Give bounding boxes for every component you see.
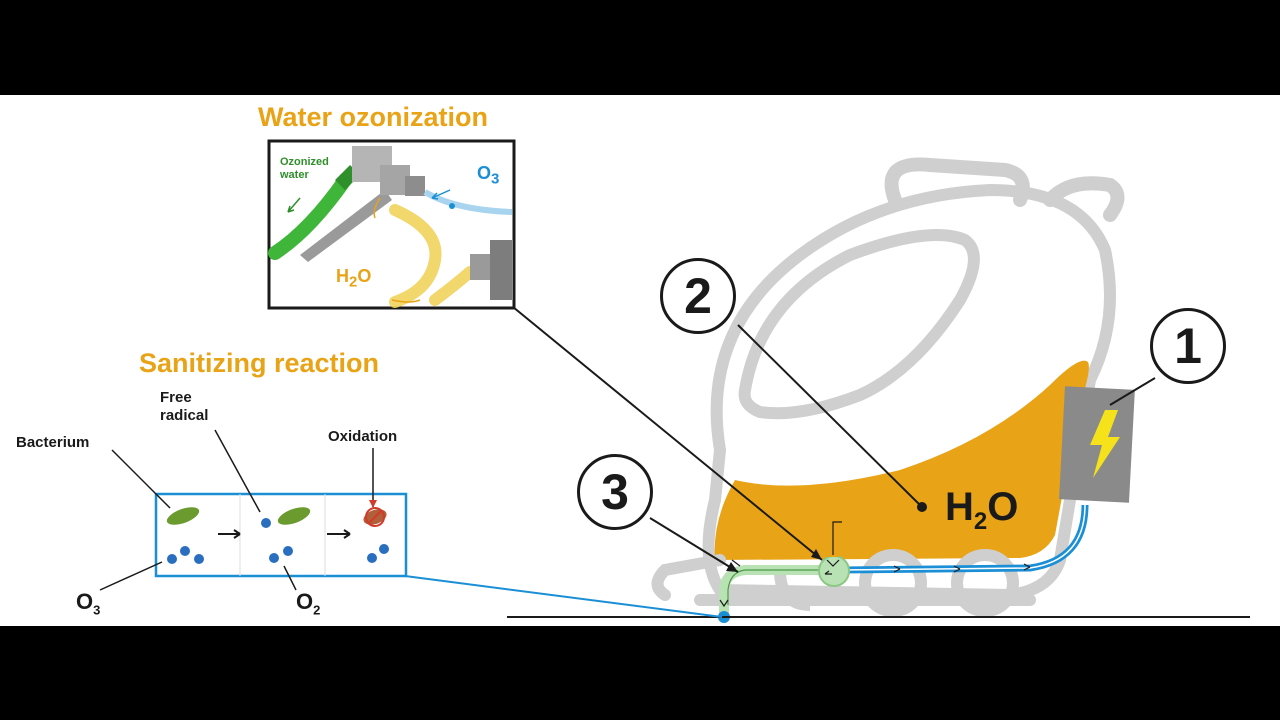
inset-pointer-line	[512, 306, 823, 561]
title-water-ozonization: Water ozonization	[258, 102, 488, 132]
callout-line-2	[737, 324, 923, 508]
label-bacterium: Bacterium	[16, 434, 90, 451]
inset-label-ozonized-water: Ozonized water	[280, 156, 329, 181]
reaction-pointer-line	[404, 575, 723, 618]
label-o3: O3	[76, 589, 101, 618]
letterbox-top	[0, 0, 1280, 95]
inset-label-h2o: H2O	[336, 266, 372, 291]
ozone-mixer	[818, 555, 850, 587]
label-oxidation: Oxidation	[328, 428, 398, 445]
callout-line-1	[1109, 377, 1156, 406]
letterbox-bottom	[0, 626, 1280, 720]
label-o2: O2	[296, 589, 321, 618]
callout-3: 3	[577, 454, 653, 530]
machine-illustration	[651, 157, 1135, 623]
bacterium-1	[166, 507, 200, 525]
callout-line-3	[649, 517, 739, 573]
callout-2: 2	[660, 258, 736, 334]
label-free-radical: Free radical	[160, 389, 209, 424]
title-sanitizing-reaction: Sanitizing reaction	[139, 348, 380, 378]
reaction-box	[99, 429, 408, 591]
water-tank	[714, 360, 1089, 560]
lightning-icon	[1090, 410, 1120, 478]
tank-label-h2o: H2O	[945, 485, 1019, 535]
callout-1: 1	[1150, 308, 1226, 384]
wheel-rear	[951, 549, 1019, 617]
wheel-front	[859, 549, 927, 617]
bacterium-2	[277, 507, 311, 525]
inset-label-o3: O3	[477, 163, 500, 188]
ozonization-inset	[267, 139, 516, 310]
